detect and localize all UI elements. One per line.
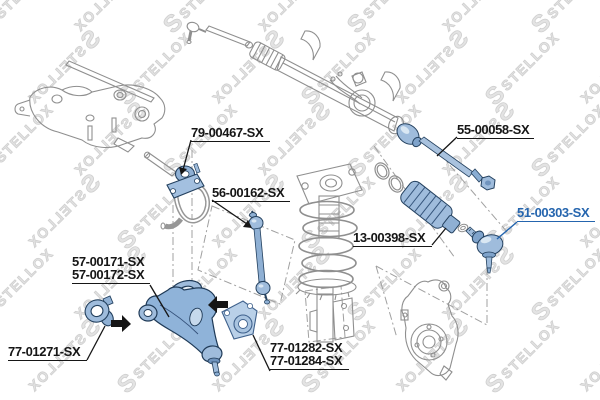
knuckle-drawing <box>400 279 459 381</box>
label-inner-tie-rod: 55-00058-SX <box>457 123 534 139</box>
stabilizer-link-part <box>248 210 271 305</box>
rack-clamp-bracket-2 <box>380 71 401 102</box>
label-control-arm-2: 57-00172-SX <box>72 267 145 282</box>
highlight-leader-line <box>496 221 518 240</box>
label-rear-arm-bushing-2: 77-01284-SX <box>270 353 343 368</box>
arrow-left-icon <box>208 296 228 313</box>
leader-lines <box>86 136 518 372</box>
inner-tie-rod-part <box>396 123 496 191</box>
steering-boot-part <box>400 180 461 234</box>
stabilizer-bushing-part <box>166 162 205 199</box>
o-rings-drawing <box>374 162 404 193</box>
label-stabilizer-bushing: 79-00467-SX <box>191 126 270 142</box>
label-front-arm-bushing: 77-01271-SX <box>8 345 87 361</box>
label-tie-rod-end[interactable]: 51-00303-SX <box>517 206 595 222</box>
subframe-drawing <box>14 60 166 153</box>
tie-rod-end-part <box>465 226 504 274</box>
strut-drawing <box>295 163 363 343</box>
label-rear-arm-bushing: 77-01282-SX 77-01284-SX <box>270 341 349 370</box>
label-control-arm: 57-00171-SX 57-00172-SX <box>72 255 150 284</box>
washer-drawing <box>457 223 469 233</box>
steering-rack-drawing <box>186 21 404 135</box>
label-control-arm-1: 57-00171-SX <box>72 254 145 269</box>
control-arm-part <box>138 279 223 377</box>
rear-bushing-part <box>221 300 258 340</box>
rack-clamp-bracket-1 <box>300 30 321 61</box>
label-stabilizer-link: 56-00162-SX <box>212 186 290 202</box>
label-steering-boot: 13-00398-SX <box>353 231 432 247</box>
arrow-right-icon <box>111 315 131 332</box>
label-rear-arm-bushing-1: 77-01282-SX <box>270 340 343 355</box>
front-bushing-part <box>84 295 114 327</box>
